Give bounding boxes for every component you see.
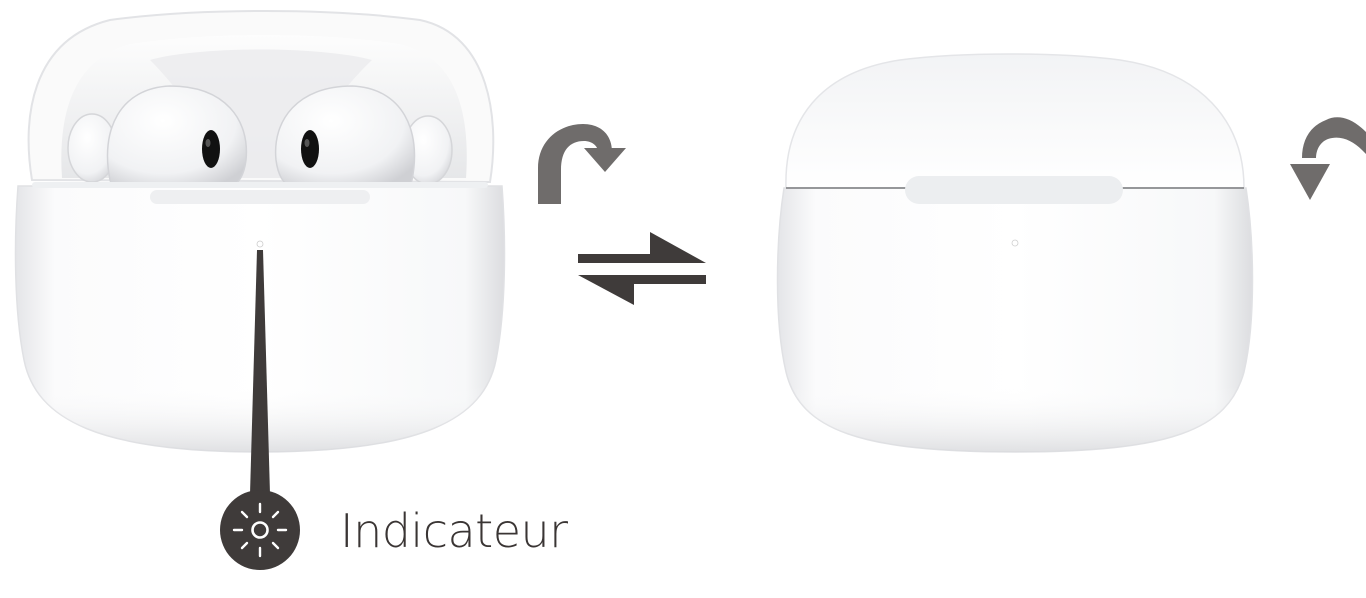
bidirectional-arrows-icon <box>578 232 706 305</box>
closed-charging-case <box>778 54 1253 452</box>
curved-arrow-counterclockwise-icon <box>1290 117 1366 200</box>
light-indicator-icon <box>220 490 300 570</box>
closed-case-lid <box>786 54 1244 188</box>
left-earbud-sensor <box>202 130 220 168</box>
closed-case-indicator-light <box>1012 240 1018 246</box>
open-case-indicator-light <box>257 241 263 247</box>
curved-arrow-clockwise-icon <box>538 124 626 204</box>
indicator-label: Indicateur <box>340 508 568 554</box>
right-earbud-sensor <box>301 130 319 168</box>
